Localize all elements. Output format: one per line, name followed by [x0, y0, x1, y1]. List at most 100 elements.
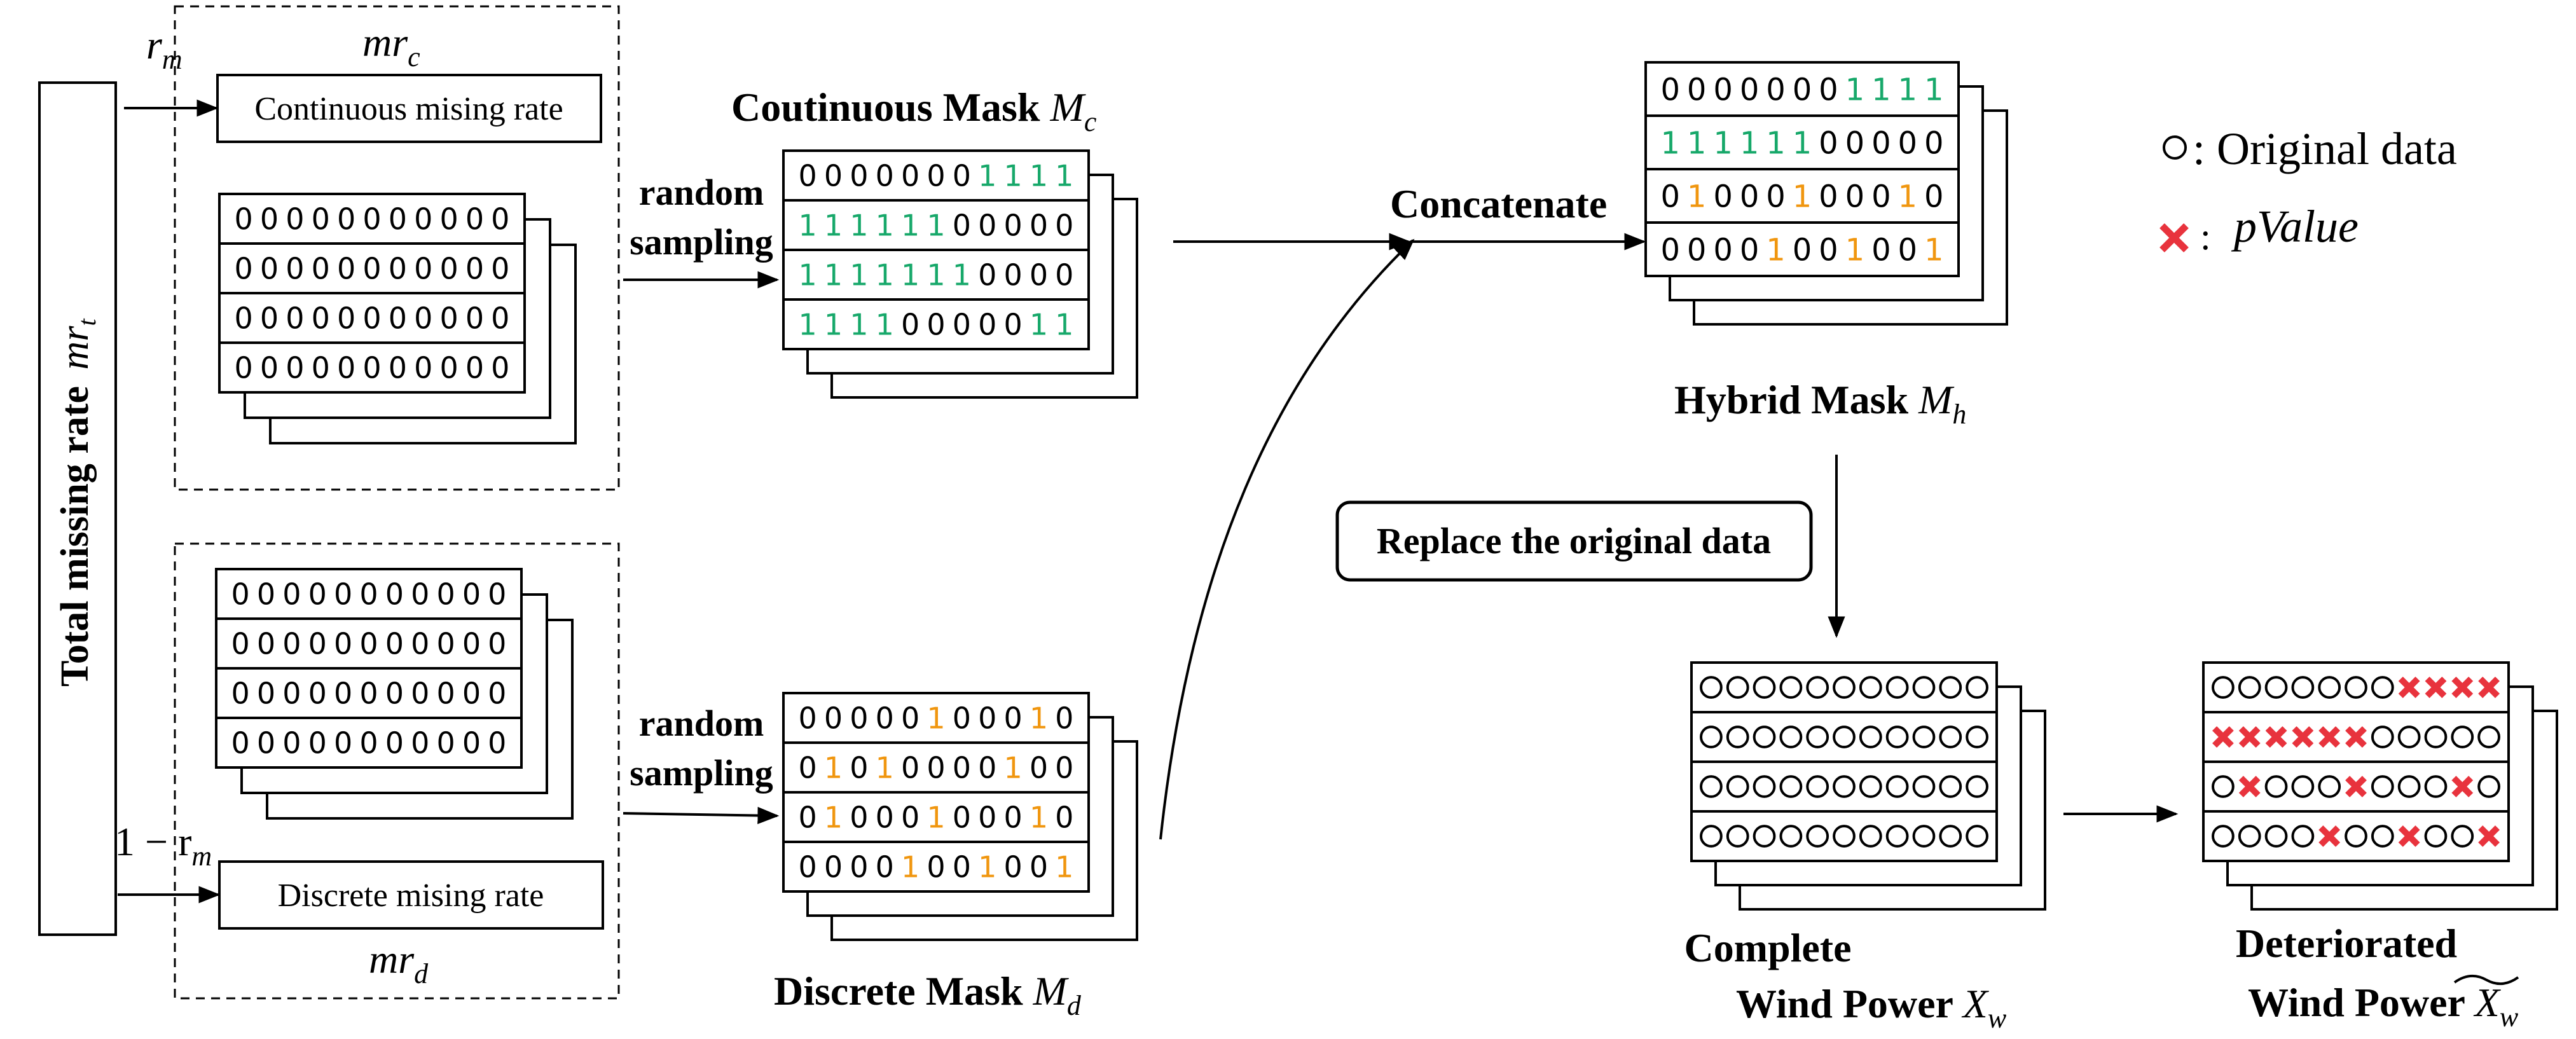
- mask-digit: 0: [901, 308, 920, 342]
- mask-digit: 1: [1871, 72, 1891, 107]
- mask-digit: 0: [359, 627, 378, 661]
- original-data-circle: [1939, 726, 1962, 748]
- original-data-circle: [2451, 825, 2474, 848]
- original-data-circle: [1939, 676, 1962, 699]
- mask-digit: 0: [462, 627, 481, 661]
- mask-digit: 0: [389, 351, 407, 385]
- mask-digit: 0: [286, 301, 304, 336]
- mask-digit: 0: [1819, 232, 1838, 268]
- mask-digit: 0: [1003, 258, 1022, 292]
- mask-digit: 0: [362, 202, 381, 237]
- mask-digit: 0: [876, 850, 894, 884]
- mask-digit: 0: [359, 577, 378, 612]
- mask-digit: 0: [260, 301, 279, 336]
- original-data-circle: [1885, 775, 1909, 798]
- mask-digit: 0: [1030, 850, 1048, 884]
- mask-digit: 1: [1845, 232, 1865, 268]
- original-data-circle: [2424, 775, 2448, 798]
- mask-digit: 0: [235, 252, 253, 286]
- mask-digit: 0: [462, 726, 481, 760]
- original-data-circle: [2477, 775, 2500, 798]
- mask-digit: 0: [308, 627, 327, 661]
- mask-digit: 0: [337, 301, 355, 336]
- total-missing-rate-bar: [38, 81, 117, 936]
- mask-digit: 0: [1030, 258, 1048, 292]
- original-data-circle: [1833, 726, 1856, 748]
- continuous-mask-title: Coutinuous Mask Mc: [731, 85, 1097, 137]
- mask-digit: 0: [308, 677, 327, 711]
- original-data-circle: [1833, 775, 1856, 798]
- mask-digit: 0: [488, 677, 506, 711]
- mask-digit: 0: [1713, 232, 1733, 268]
- original-data-circle: [1806, 676, 1829, 699]
- mask-digit: 0: [312, 351, 330, 385]
- mask-digit: 0: [286, 202, 304, 237]
- mask-digit: 1: [1924, 72, 1944, 107]
- mask-digit: 0: [926, 159, 945, 193]
- pvalue-cross: [2478, 677, 2500, 698]
- discrete-mask-title: Discrete Mask Md: [774, 968, 1082, 1021]
- mask-digit: 0: [312, 202, 330, 237]
- rm-label: rm: [146, 22, 183, 75]
- mask-digit: 1: [901, 209, 920, 243]
- mask-digit: 0: [260, 351, 279, 385]
- original-data-circle: [2291, 825, 2315, 848]
- original-data-circle: [1700, 825, 1723, 848]
- mask-digit: 1: [1003, 159, 1022, 193]
- original-data-circle: [1726, 676, 1749, 699]
- mask-digit: 0: [799, 850, 817, 884]
- mask-digit: 0: [362, 301, 381, 336]
- pvalue-cross: [2212, 726, 2234, 748]
- mask-digit: 0: [953, 159, 971, 193]
- mask-digit: 0: [436, 627, 455, 661]
- one-minus-rm-label: 1 − rm: [114, 819, 212, 872]
- original-data-circle: [1833, 676, 1856, 699]
- mask-digit: 0: [411, 726, 429, 760]
- total-missing-rate-label: Total missing rate mrt: [53, 319, 101, 687]
- original-data-circle: [1885, 676, 1909, 699]
- mask-digit: 1: [799, 258, 817, 292]
- pvalue-cross: [2238, 776, 2261, 797]
- mask-digit: 0: [901, 701, 920, 736]
- mask-digit: 0: [312, 301, 330, 336]
- random-sampling-top-line1: random: [639, 172, 764, 213]
- mask-digit: 0: [462, 677, 481, 711]
- mask-digit: 0: [1740, 232, 1760, 268]
- mask-digit: 1: [1793, 125, 1812, 161]
- mask-digit: 1: [876, 258, 894, 292]
- mask-digit: 0: [901, 801, 920, 835]
- mask-digit: 0: [1660, 72, 1680, 107]
- mask-digit: 0: [465, 351, 484, 385]
- mask-digit: 0: [1871, 125, 1891, 161]
- mask-digit: 0: [362, 351, 381, 385]
- original-data-circle: [1753, 775, 1776, 798]
- mask-digit: 0: [231, 726, 250, 760]
- mask-digit: 0: [876, 701, 894, 736]
- original-data-circle: [1912, 775, 1936, 798]
- mask-digit: 1: [850, 209, 868, 243]
- mask-digit: 0: [488, 577, 506, 612]
- mask-digit: 0: [465, 301, 484, 336]
- mask-digit: 1: [824, 209, 843, 243]
- mask-digit: 0: [488, 627, 506, 661]
- random-sampling-top-line2: sampling: [630, 221, 773, 263]
- mask-digit: 0: [414, 202, 432, 237]
- replace-label-text: Replace the original data: [1377, 520, 1771, 561]
- original-data-circle: [1859, 676, 1882, 699]
- mask-digit: 0: [1687, 72, 1707, 107]
- mask-digit: 0: [286, 351, 304, 385]
- mask-digit: 0: [312, 252, 330, 286]
- arrow-sampling-bottom: [623, 806, 780, 825]
- mask-digit: 0: [1819, 72, 1838, 107]
- mask-digit: 0: [850, 850, 868, 884]
- mask-digit: 0: [1898, 125, 1918, 161]
- mask-digit: 1: [901, 850, 920, 884]
- mask-digit: 0: [491, 252, 509, 286]
- mask-digit: 0: [337, 202, 355, 237]
- mask-digit: 0: [1055, 258, 1073, 292]
- mask-digit: 0: [414, 252, 432, 286]
- mask-digit: 0: [488, 726, 506, 760]
- original-data-circle: [2371, 676, 2394, 699]
